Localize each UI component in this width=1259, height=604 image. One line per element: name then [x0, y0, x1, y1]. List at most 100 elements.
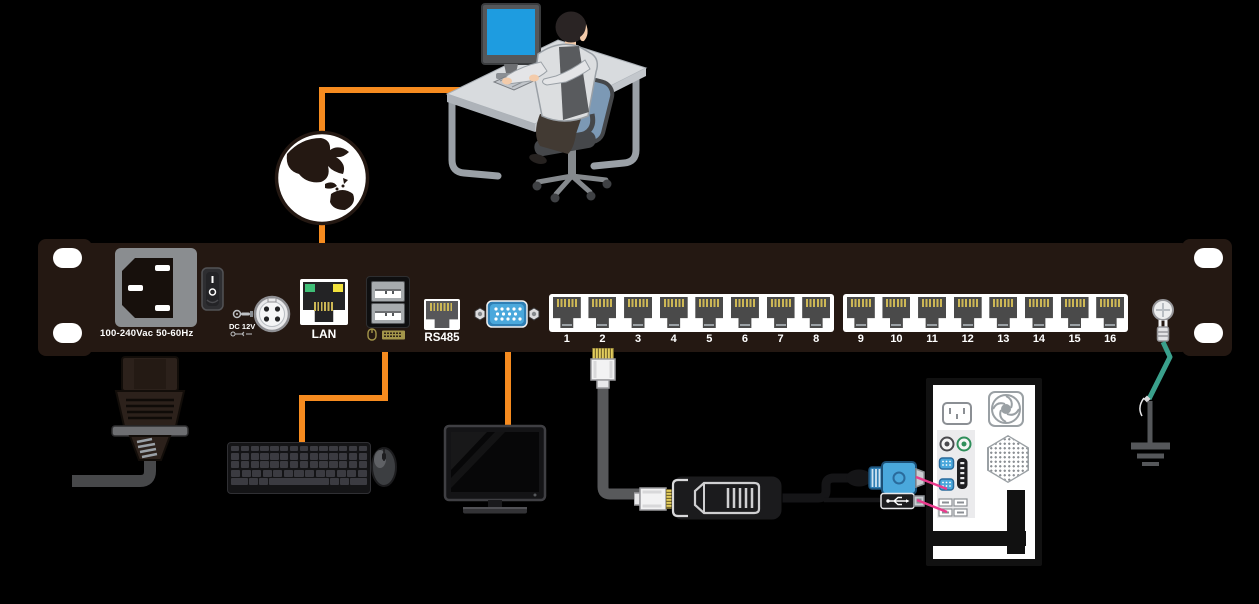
- person-head: [555, 11, 587, 43]
- rj45-port-9: [843, 294, 879, 332]
- rj45-port-2: [585, 294, 621, 332]
- power-cord-plug: [108, 356, 198, 466]
- rj45-port-5: [692, 294, 728, 332]
- port-number: 16: [1104, 333, 1117, 345]
- port-number: 11: [926, 333, 938, 345]
- port-number: 3: [635, 333, 642, 345]
- rj45-port-11: [914, 294, 950, 332]
- rs485-label: RS485: [424, 332, 460, 344]
- tower-slot-bar-horizontal: [933, 531, 1026, 546]
- tower-parallel-port: [957, 458, 968, 489]
- rj45-port-1: [549, 294, 585, 332]
- tower-power-inlet: [942, 402, 972, 425]
- dongle-cable: [780, 473, 850, 503]
- rj45-port-10: [879, 294, 915, 332]
- dc-input-label: DC 12V: [229, 322, 256, 331]
- mount-hole: [53, 248, 82, 268]
- port-number: 10: [890, 333, 903, 345]
- vga-port: [474, 295, 540, 333]
- rj45-port-14: [1021, 294, 1057, 332]
- power-led: [533, 493, 537, 497]
- fan-icon: [988, 391, 1024, 427]
- power-cord-cable: [72, 455, 156, 487]
- rack-ear-right: [1182, 239, 1232, 356]
- port-number: 8: [813, 333, 820, 345]
- person: [502, 11, 599, 164]
- port-number: 2: [599, 333, 606, 345]
- keyboard-keys: [231, 446, 368, 490]
- rj45-port-4: [656, 294, 692, 332]
- rj45-port-8: [798, 294, 834, 332]
- workstation-monitor: [481, 3, 541, 79]
- usb-device-icons: [366, 328, 408, 341]
- port-numbers-9-16: 9 10 11 12 13 14 15 16: [843, 333, 1128, 345]
- port-group-9-16: [843, 294, 1128, 332]
- mount-hole: [1194, 248, 1223, 268]
- rs485-port: [424, 299, 460, 330]
- kvm-dongle: [668, 468, 788, 528]
- rj45-port-15: [1057, 294, 1093, 332]
- port-number: 4: [670, 333, 677, 345]
- globe-icon: [273, 128, 371, 228]
- usb-tongue: [375, 311, 401, 320]
- rs485-pins: [430, 303, 454, 311]
- port-number: 15: [1068, 333, 1081, 345]
- usb-port-bottom: [371, 303, 405, 324]
- computer-tower: [926, 378, 1042, 566]
- lan-port: [300, 279, 348, 325]
- lan-led-green: [305, 284, 315, 292]
- mount-hole: [1194, 323, 1223, 343]
- port-number: 5: [706, 333, 713, 345]
- pink-arrow-usb: [916, 498, 948, 514]
- ferrite-bead: [846, 469, 872, 487]
- usb-keyboard-line: [299, 352, 388, 447]
- ground-symbol-icon: [1131, 401, 1170, 466]
- mouse: [369, 446, 399, 488]
- dc-jack-icon: [231, 307, 255, 321]
- din-power-connector: [253, 295, 291, 333]
- port-number: 13: [997, 333, 1010, 345]
- port-number: 14: [1032, 333, 1046, 345]
- usb-port-top: [371, 281, 405, 302]
- power-rating-label: 100-240Vac 50-60Hz: [100, 328, 194, 339]
- tower-fan: [988, 391, 1024, 427]
- admin-workstation: [438, 2, 648, 208]
- tower-vga-port-a: [938, 457, 955, 470]
- port-number: 7: [777, 333, 784, 345]
- usb-tongue: [375, 289, 401, 298]
- lan-label: LAN: [311, 327, 337, 341]
- screw-icon: [474, 307, 486, 321]
- rj45-port-16: [1092, 294, 1128, 332]
- keyboard: [227, 442, 371, 494]
- rj45-port-12: [950, 294, 986, 332]
- lan-pins: [314, 302, 334, 311]
- power-switch: [201, 267, 224, 311]
- monitor: [443, 424, 547, 519]
- usb-ports: [366, 276, 410, 328]
- grounding-screw: [1148, 296, 1178, 352]
- mouse-icon: [367, 328, 377, 341]
- port-number: 9: [857, 333, 864, 345]
- mount-hole: [53, 323, 82, 343]
- rj45-connector-port2: [589, 348, 617, 390]
- port-group-1-8: [549, 294, 834, 332]
- rj45-port-13: [986, 294, 1022, 332]
- dc-polarity-icon: [230, 331, 256, 337]
- rj45-port-7: [763, 294, 799, 332]
- ground-wire: [1139, 340, 1173, 417]
- cat5-cable: [597, 376, 640, 500]
- keyboard-icon: [382, 330, 405, 340]
- port-number: 6: [741, 333, 748, 345]
- rj45-port-6: [727, 294, 763, 332]
- rack-panel: 100-240Vac 50-60Hz DC 12V: [88, 243, 1185, 352]
- rack-ear-left: [38, 239, 92, 356]
- pink-arrow-vga: [915, 475, 948, 491]
- tower-io-panel: [937, 430, 975, 518]
- lan-led-yellow: [333, 284, 343, 292]
- power-inlet: [115, 248, 197, 327]
- port-number: 12: [961, 333, 974, 345]
- power-switch-icon: [201, 267, 224, 311]
